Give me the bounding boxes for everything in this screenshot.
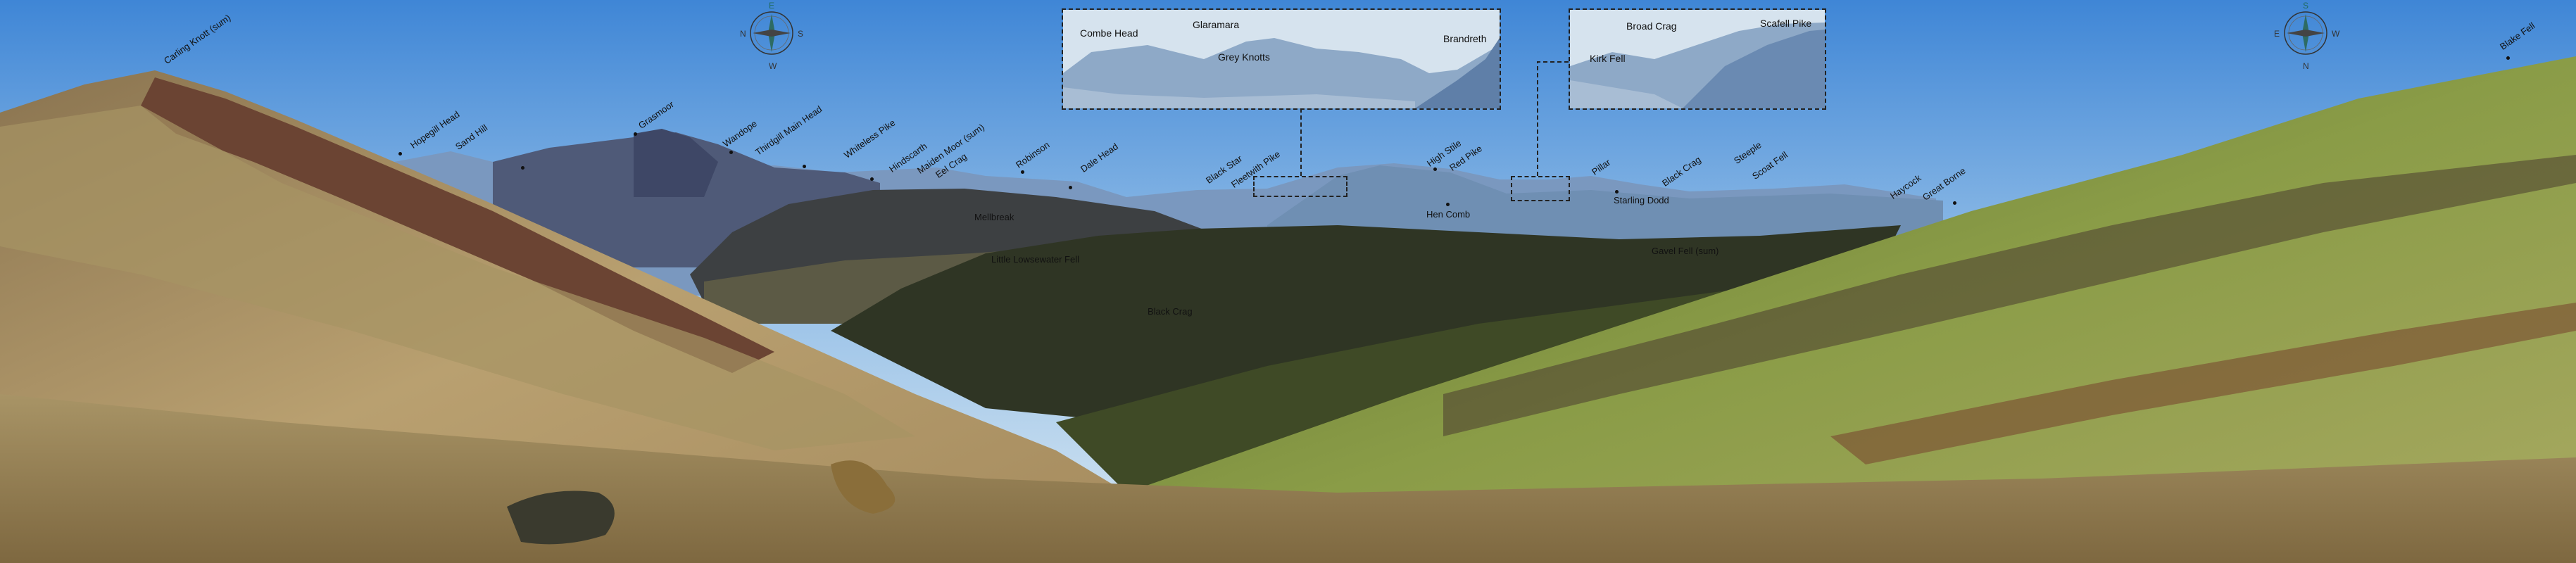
- compass-right-e: W: [2332, 29, 2340, 39]
- compass-rose-icon: [750, 11, 793, 55]
- summit-marker: [1433, 167, 1437, 171]
- compass-left-s: W: [769, 61, 777, 71]
- compass-rose-icon: [2284, 11, 2327, 55]
- zoom-source-box-left: [1253, 176, 1347, 197]
- compass-right-w: E: [2274, 29, 2280, 39]
- inset-right-label: Scafell Pike: [1760, 18, 1812, 29]
- summit-label: Starling Dodd: [1614, 195, 1669, 205]
- summit-marker: [1446, 203, 1450, 206]
- inset-right-label: Broad Crag: [1626, 20, 1677, 32]
- summit-label: Little Lowsewater Fell: [991, 254, 1079, 265]
- summit-label: Gavel Fell (sum): [1652, 246, 1719, 256]
- compass-left-n: E: [769, 1, 775, 11]
- summit-label: Mellbreak: [974, 212, 1014, 222]
- zoom-source-box-right: [1511, 176, 1570, 201]
- compass-left: E W N S: [740, 1, 803, 70]
- summit-marker: [870, 177, 874, 181]
- compass-right-s: N: [2303, 61, 2309, 71]
- compass-right-n: S: [2303, 1, 2309, 11]
- inset-left-label: Brandreth: [1443, 33, 1487, 44]
- summit-marker: [1069, 186, 1072, 189]
- summit-marker: [1615, 190, 1619, 194]
- summit-marker: [729, 151, 733, 154]
- summit-marker: [398, 152, 402, 156]
- inset-left-label: Glaramara: [1193, 19, 1240, 30]
- inset-left-label: Combe Head: [1080, 27, 1138, 39]
- summit-marker: [2506, 56, 2510, 60]
- inset-right: Broad Crag Scafell Pike Kirk Fell: [1569, 8, 1826, 110]
- summit-marker: [1953, 201, 1956, 205]
- inset-left-image: [1063, 10, 1500, 108]
- summit-marker: [1021, 170, 1024, 174]
- summit-label: Black Crag: [1148, 306, 1193, 317]
- compass-left-w: N: [740, 29, 746, 39]
- summit-label: Hen Comb: [1426, 209, 1471, 220]
- summit-marker: [634, 132, 637, 136]
- inset-right-label: Kirk Fell: [1590, 53, 1626, 64]
- compass-right: S N E W: [2274, 1, 2339, 70]
- inset-left: Combe Head Glaramara Grey Knotts Brandre…: [1062, 8, 1501, 110]
- summit-marker: [521, 166, 524, 170]
- inset-left-label: Grey Knotts: [1218, 51, 1270, 63]
- inset-right-image: [1570, 10, 1825, 108]
- compass-left-e: S: [798, 29, 804, 39]
- summit-marker: [803, 165, 806, 168]
